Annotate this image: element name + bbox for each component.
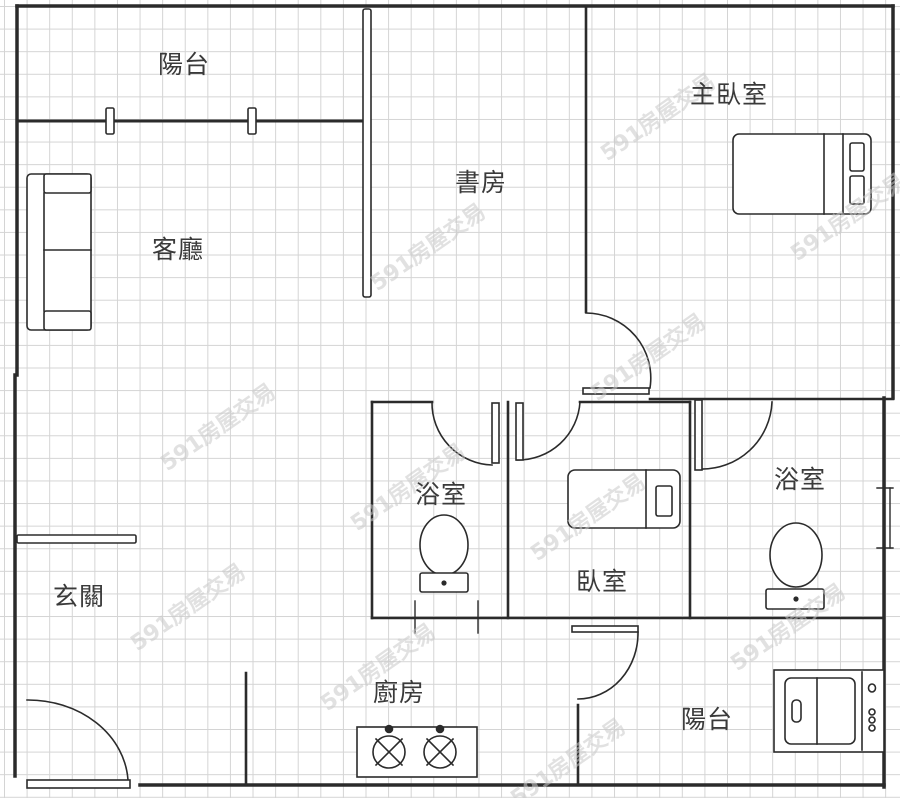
- stove-icon: [356, 724, 478, 778]
- toilet-icon: [419, 514, 469, 593]
- room-label-balcony-north: 陽台: [158, 50, 211, 79]
- bed-icon: [567, 469, 681, 529]
- room-label-balcony-south: 陽台: [681, 705, 734, 734]
- room-label-study: 書房: [455, 168, 508, 197]
- washing-machine-icon: [773, 669, 885, 753]
- study-west-wall: [362, 8, 372, 298]
- sofa-icon: [26, 173, 92, 331]
- toilet-icon: [765, 522, 825, 610]
- outer-walls: [13, 4, 895, 789]
- room-label-bedroom: 臥室: [576, 567, 629, 596]
- master-bed-icon: [732, 133, 872, 215]
- room-label-master-bedroom: 主臥室: [690, 80, 769, 109]
- master-door: [582, 312, 652, 395]
- rail-posts: [105, 107, 257, 135]
- room-label-living-room: 客廳: [152, 235, 205, 264]
- room-label-kitchen: 廚房: [373, 678, 426, 707]
- room-label-bathroom-2: 浴室: [774, 465, 827, 494]
- room-label-entrance: 玄關: [53, 582, 106, 611]
- room-label-bathroom-1: 浴室: [415, 480, 468, 509]
